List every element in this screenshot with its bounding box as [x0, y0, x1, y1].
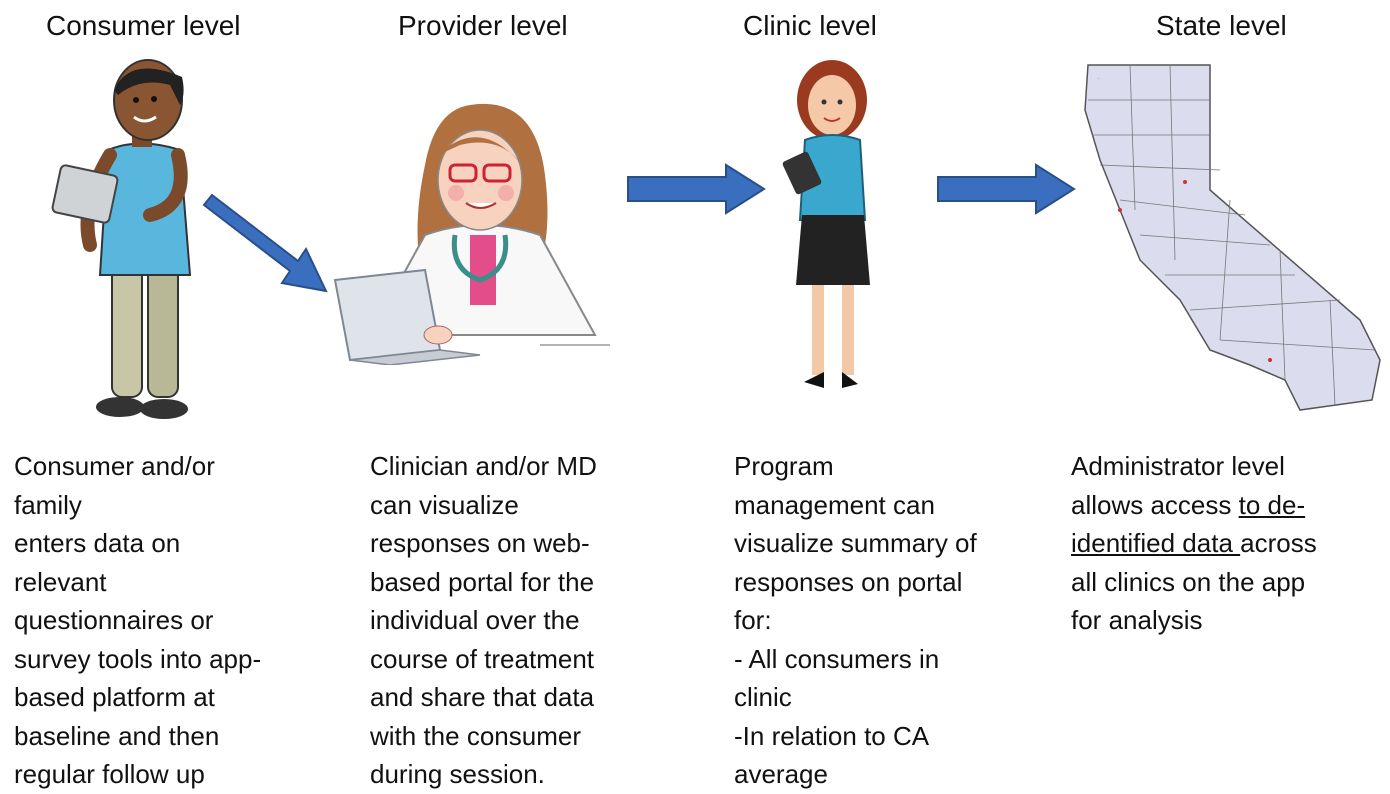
provider-level-title: Provider level [398, 10, 568, 41]
california-map-icon: · [1084, 64, 1381, 411]
state-desc-part-3: across all clinics on the app for analys… [1071, 528, 1317, 635]
consumer-level-description: Consumer and/or family enters data on re… [14, 451, 262, 789]
clinic-level-title: Clinic level [743, 10, 877, 41]
state-desc-part-1: Administrator level allows access [1071, 451, 1285, 520]
arrow-consumer-to-provider [202, 193, 328, 293]
provider-level-description: Clinician and/or MD can visualize respon… [370, 451, 597, 789]
female-doctor-laptop-icon [333, 103, 610, 365]
man-with-tablet-icon [51, 59, 192, 419]
map-county-label: · [1098, 76, 1100, 82]
deidentified-data-underlined: to de- identified data [1071, 489, 1306, 559]
arrow-provider-to-clinic [627, 163, 766, 215]
consumer-level-title: Consumer level [46, 10, 241, 41]
state-level-title: State level [1156, 10, 1287, 41]
arrow-clinic-to-state [937, 163, 1076, 215]
clinic-level-description: Program management can visualize summary… [734, 451, 977, 789]
state-level-description: Administrator level allows access to de-… [1071, 447, 1317, 640]
businesswoman-tablet-icon [782, 60, 870, 388]
